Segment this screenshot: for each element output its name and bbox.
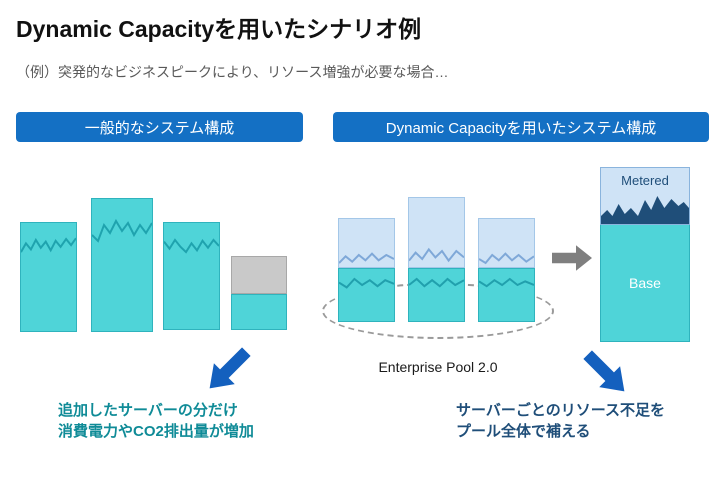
- right-arrow-icon: [552, 243, 592, 273]
- banner-dynamic-capacity: Dynamic Capacityを用いたシステム構成: [333, 112, 709, 142]
- caption-general: 追加したサーバーの分だけ 消費電力やCO2排出量が増加: [58, 400, 254, 442]
- base-capacity-segment: [408, 268, 465, 322]
- unused-capacity-segment: [231, 256, 287, 294]
- usage-line-chart: [339, 247, 394, 267]
- down-left-arrow-icon: [197, 339, 259, 401]
- metered-usage-area-chart: [601, 196, 689, 224]
- server-bar-3: [163, 222, 220, 330]
- caption-general-line2: 消費電力やCO2排出量が増加: [58, 423, 254, 440]
- base-capacity-segment: [478, 268, 535, 322]
- caption-dynamic: サーバーごとのリソース不足を プール全体で補える: [456, 400, 665, 442]
- slide-subtitle: （例）突発的なビジネスピークにより、リソース増強が必要な場合…: [16, 64, 449, 80]
- metered-section: Metered: [600, 167, 690, 225]
- base-section: Base: [600, 225, 690, 342]
- banner-general-system-label: 一般的なシステム構成: [84, 119, 235, 137]
- server-bar-2: [91, 198, 153, 332]
- caption-dynamic-line2: プール全体で補える: [456, 423, 591, 440]
- metered-headroom-segment: [338, 218, 395, 268]
- base-label: Base: [629, 275, 661, 291]
- banner-general-system: 一般的なシステム構成: [16, 112, 303, 142]
- usage-line-chart: [339, 273, 394, 291]
- usage-line-chart: [164, 233, 219, 259]
- base-capacity-segment: [338, 268, 395, 322]
- caption-general-line1: 追加したサーバーの分だけ: [58, 402, 238, 419]
- pool-label: Enterprise Pool 2.0: [378, 359, 498, 375]
- usage-line-chart: [92, 215, 152, 245]
- banner-dynamic-capacity-label: Dynamic Capacityを用いたシステム構成: [385, 119, 657, 137]
- usage-line-chart: [409, 243, 464, 267]
- page-title: Dynamic Capacityを用いたシナリオ例: [16, 16, 422, 42]
- caption-dynamic-line1: サーバーごとのリソース不足を: [456, 402, 665, 419]
- metered-headroom-segment: [478, 218, 535, 268]
- metered-label: Metered: [621, 173, 669, 188]
- usage-line-chart: [479, 247, 534, 267]
- used-capacity-segment: [231, 294, 287, 330]
- usage-line-chart: [21, 233, 76, 259]
- pool-server-bar-1: [338, 218, 395, 322]
- usage-line-chart: [409, 273, 464, 291]
- server-bar-4-added: [231, 256, 287, 330]
- pool-server-bar-3: [478, 218, 535, 322]
- pool-server-bar-2: [408, 197, 465, 322]
- usage-line-chart: [479, 273, 534, 291]
- server-bar-1: [20, 222, 77, 332]
- metered-headroom-segment: [408, 197, 465, 268]
- down-right-arrow-icon: [575, 342, 637, 404]
- pooled-server-bar: Metered Base: [600, 167, 690, 342]
